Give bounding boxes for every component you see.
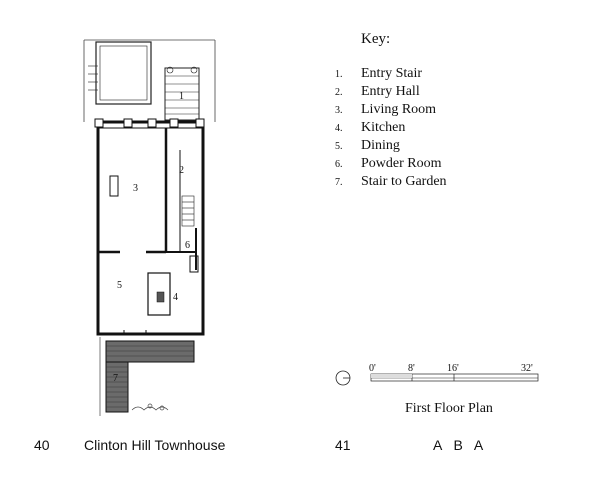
scale-mark: 0': [369, 363, 376, 374]
room-number: 5: [117, 280, 122, 291]
garden-edge: [99, 337, 169, 416]
front-areaway: [95, 41, 152, 105]
right-brand: A B A: [433, 437, 488, 453]
kitchen-island: [147, 255, 199, 316]
scale-bar: 0' 8' 16' 32': [369, 363, 539, 382]
hall-stair: [181, 195, 195, 227]
key-item-label: Entry Stair: [361, 66, 423, 81]
scale-mark: 16': [447, 363, 459, 374]
room-number: 6: [185, 240, 190, 251]
left-page-title: Clinton Hill Townhouse: [84, 437, 226, 453]
north-arrow-icon: [335, 370, 351, 386]
key-item-number: 1.: [335, 69, 343, 80]
room-number: 3: [133, 183, 138, 194]
key-item-number: 2.: [335, 87, 343, 98]
right-page-number: 41: [335, 437, 351, 453]
key-item-label: Living Room: [361, 102, 437, 117]
rear-deck: [105, 340, 195, 413]
key-item-label: Powder Room: [361, 156, 442, 171]
key-item-number: 7.: [335, 177, 343, 188]
key-title: Key:: [361, 31, 391, 47]
key-item-number: 5.: [335, 141, 343, 152]
plan-title: First Floor Plan: [405, 401, 493, 416]
key-item-number: 3.: [335, 105, 343, 116]
key-item-label: Entry Hall: [361, 84, 420, 99]
key-item-number: 4.: [335, 123, 343, 134]
room-number: 1: [179, 91, 184, 102]
key-item-label: Kitchen: [361, 120, 406, 135]
room-number: 4: [173, 292, 178, 303]
scale-mark: 8': [408, 363, 415, 374]
key-item-label: Dining: [361, 138, 400, 153]
room-number: 7: [113, 373, 118, 384]
key-item-number: 6.: [335, 159, 343, 170]
areaway-stair: [88, 65, 98, 91]
scale-mark: 32': [521, 363, 533, 374]
key-item-label: Stair to Garden: [361, 174, 447, 189]
room-number: 2: [179, 165, 184, 176]
left-page-number: 40: [34, 437, 50, 453]
house-walls: [94, 118, 205, 336]
lot-lines: [83, 39, 216, 122]
entry-stair: [164, 66, 200, 121]
